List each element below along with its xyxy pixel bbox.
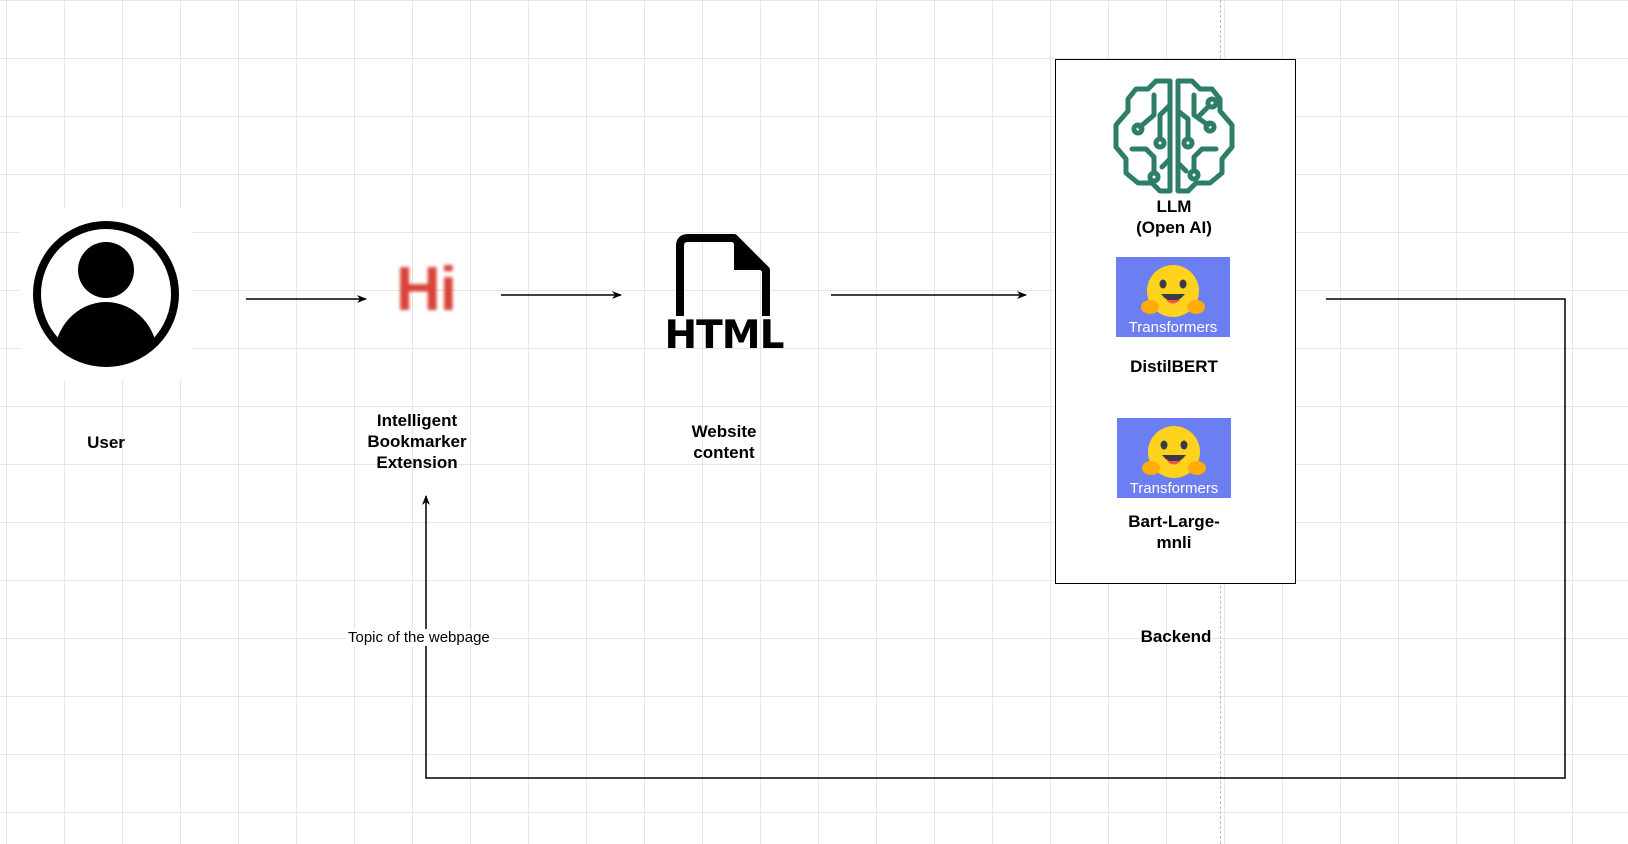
extension-logo[interactable]: Hi [396,255,457,324]
feedback-edge-label: Topic of the webpage [346,629,492,646]
html-label-line: content [693,443,755,462]
html-file-icon [676,234,770,316]
hugging-face-icon [1141,265,1205,317]
bart-label: Bart-Large- mnli [1104,511,1244,553]
bart-hf-badge[interactable]: Transformers [1117,418,1231,498]
llm-brain-icon [1113,78,1235,194]
llm-label-line: LLM [1156,197,1192,216]
llm-label-line: (Open AI) [1136,218,1212,237]
extension-label-line: Intelligent [376,411,458,430]
distilbert-hf-badge-text: Transformers [1128,319,1218,336]
distilbert-label: DistilBERT [1130,357,1218,376]
feedback-connector [422,298,1566,779]
html-file-text: HTML [664,313,785,358]
extension-label: Intelligent Bookmarker Extension [346,410,488,473]
distilbert-hf-badge[interactable]: Transformers [1116,257,1230,337]
html-file-node[interactable]: HTML [664,234,784,358]
llm-node[interactable] [1112,75,1236,197]
backend-label: Backend [1140,627,1212,646]
extension-label-line: Extension [376,453,458,472]
html-label-line: Website [691,422,757,441]
bart-label-line: Bart-Large- [1128,512,1220,531]
user-avatar-icon [33,221,179,367]
bart-hf-badge-text: Transformers [1129,480,1219,497]
html-label: Website content [664,421,784,463]
llm-label: LLM (Open AI) [1114,196,1234,238]
bart-label-line: mnli [1156,533,1192,552]
user-node[interactable] [20,208,192,380]
extension-label-line: Bookmarker [367,432,467,451]
user-label: User [87,433,125,452]
hugging-face-icon [1142,426,1206,478]
